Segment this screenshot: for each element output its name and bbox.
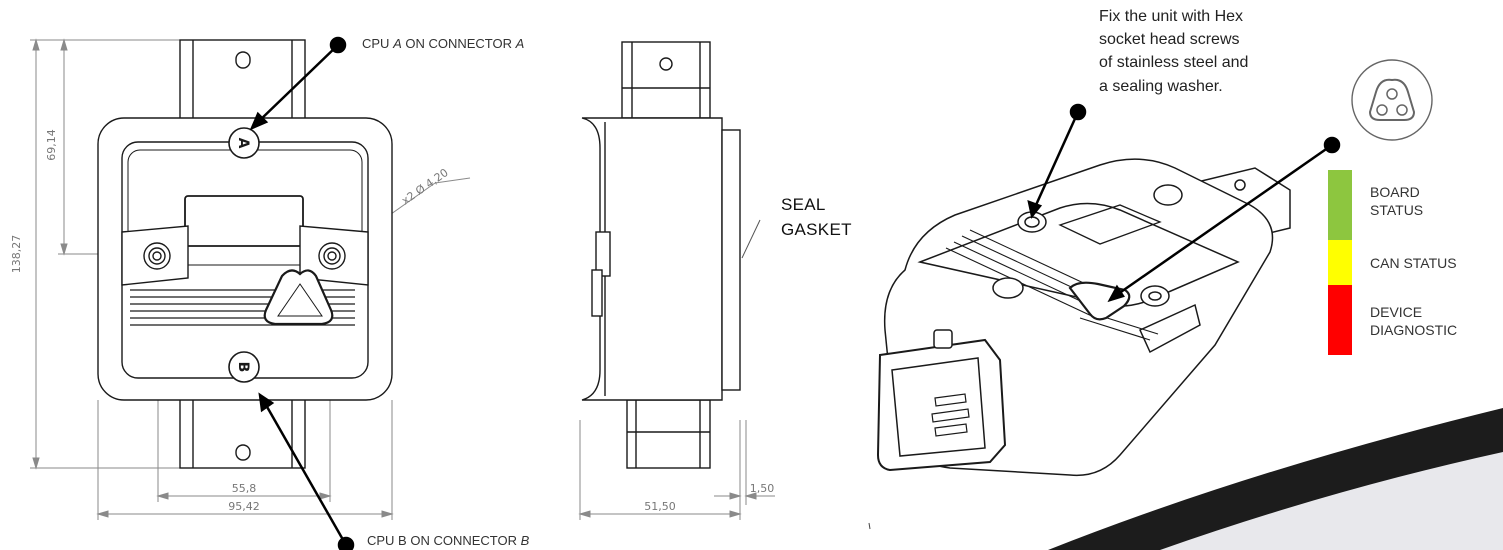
connector-b-letter: B (235, 362, 251, 373)
dim-side-depth: 51,50 (644, 500, 676, 513)
connector-b-marker (228, 351, 260, 383)
led-label-device-line1: DEVICE (1370, 304, 1423, 320)
dim-gasket-thickness: 1,50 (750, 482, 775, 495)
bottom-connector-slot-icon (235, 444, 251, 461)
front-connector-latch-icon (933, 329, 953, 349)
callout-fix-unit: Fix the unit with Hex socket head screws… (1099, 8, 1249, 95)
led-bar-can-status (1328, 240, 1352, 285)
stray-mark (868, 522, 871, 530)
callout-cpu-a: CPU A ON CONNECTOR A (362, 36, 525, 52)
perspective-hole-right-icon (1140, 285, 1170, 307)
seal-label-line1: SEAL (781, 195, 826, 214)
perspective-hole-rear-icon (1153, 184, 1183, 206)
top-connector-slot-icon (235, 51, 251, 69)
callout-cpu-b: CPU B ON CONNECTOR B (367, 533, 530, 549)
front-view (97, 39, 393, 469)
seal-gasket-leader (741, 219, 761, 259)
perspective-hole-left-icon (1017, 211, 1047, 233)
perspective-hole-front-icon (992, 277, 1024, 299)
led-label-board-line1: BOARD (1370, 184, 1420, 200)
callout-cpu-b-connector: B (520, 533, 530, 548)
led-bar-board-status (1328, 170, 1352, 240)
dim-hole-spec: x2 Ø 4,20 (399, 166, 450, 207)
connector-a-marker (228, 127, 260, 159)
side-view (581, 41, 741, 469)
seal-gasket-strip (721, 129, 741, 391)
callout-seal-gasket: SEAL GASKET (781, 193, 852, 242)
callout-cpu-a-prefix: CPU (362, 36, 394, 51)
dim-total-width: 95,42 (228, 500, 260, 513)
callout-cpu-b-prefix: CPU B ON CONNECTOR (367, 533, 521, 548)
connector-a-letter: A (235, 138, 251, 149)
perspective-view (876, 158, 1291, 477)
led-label-can-status: CAN STATUS (1370, 254, 1457, 272)
dim-half-height: 69,14 (45, 129, 58, 161)
connector-pins-icon (931, 393, 970, 437)
mounting-hole-left-icon (143, 242, 171, 270)
led-label-board-status: BOARD STATUS (1370, 183, 1423, 219)
callout-cpu-a-middle: ON CONNECTOR (401, 36, 516, 51)
rear-clip-icon (1234, 179, 1246, 191)
display-window (184, 195, 304, 247)
corner-banner-highlight (1160, 452, 1503, 550)
mounting-hole-right-icon (318, 242, 346, 270)
callout-leaders (249, 36, 1341, 550)
led-label-device-diagnostic: DEVICE DIAGNOSTIC (1370, 303, 1457, 339)
callout-cpu-a-connector: A (515, 36, 525, 51)
led-label-device-line2: DIAGNOSTIC (1370, 322, 1458, 339)
callout-cpu-a-letter: A (393, 36, 402, 51)
led-cluster-inset (1351, 59, 1433, 141)
led-label-board-line2: STATUS (1370, 202, 1424, 219)
side-top-clip-icon (659, 57, 673, 71)
dim-hole-spacing: 55,8 (232, 482, 257, 495)
led-bar-device-diagnostic (1328, 285, 1352, 355)
dim-total-height: 138,27 (10, 235, 23, 274)
seal-label-line2: GASKET (781, 219, 852, 239)
led-label-can-line1: CAN STATUS (1370, 255, 1457, 271)
